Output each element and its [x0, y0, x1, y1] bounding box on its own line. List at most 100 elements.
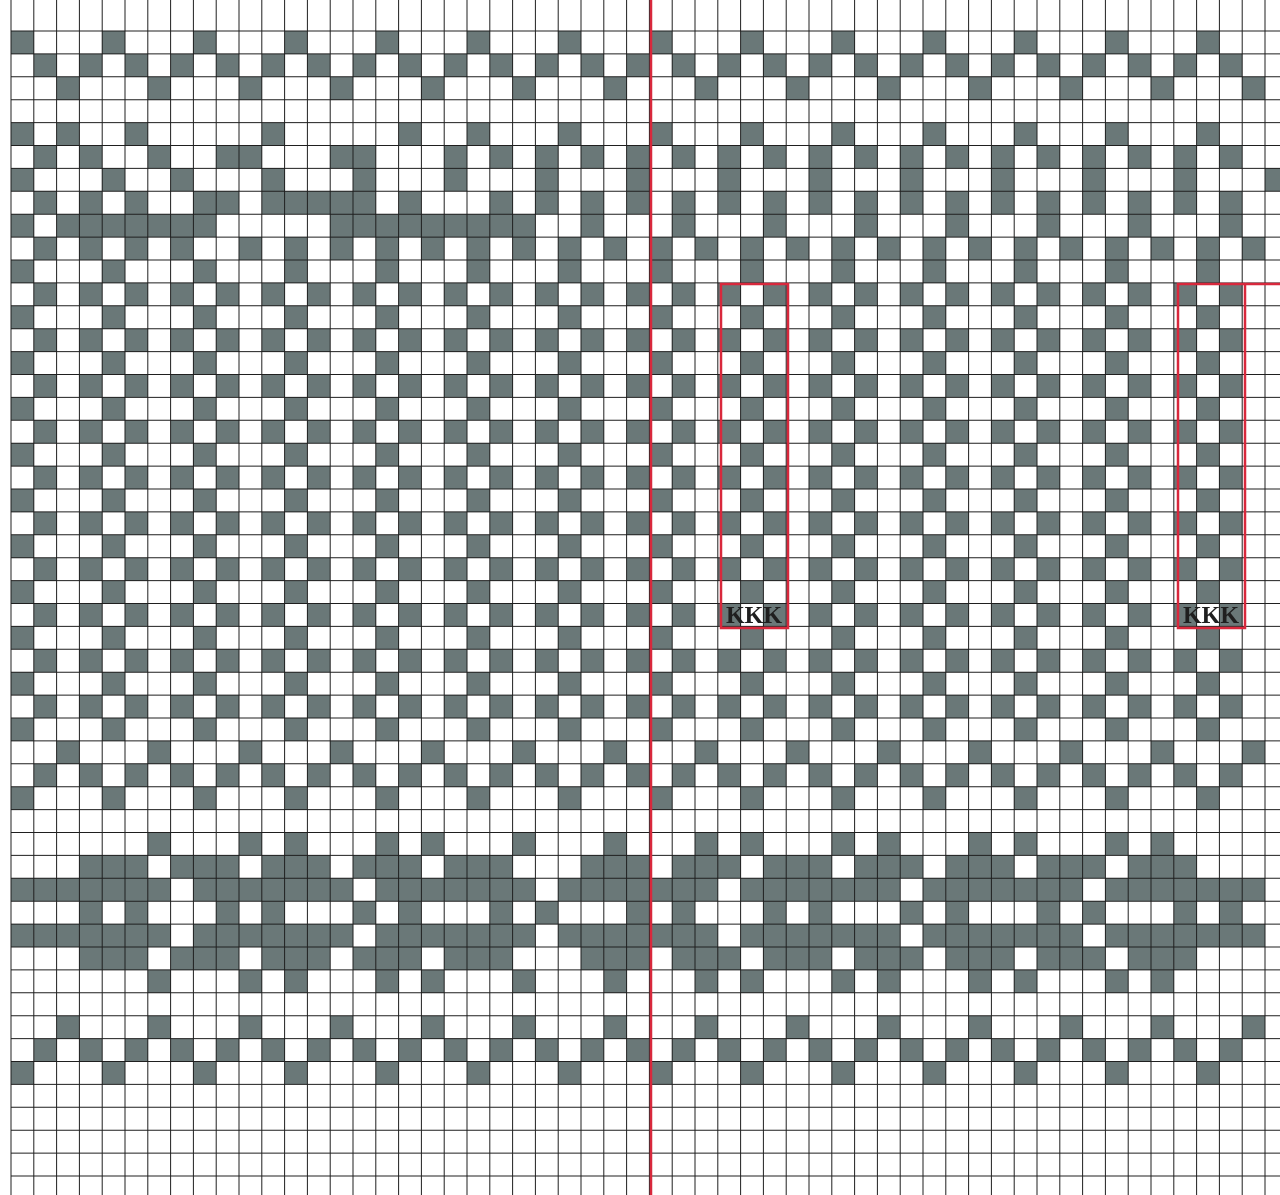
- stitch-cell: [285, 718, 308, 741]
- stitch-cell: [239, 77, 262, 100]
- stitch-cell: [535, 283, 558, 306]
- stitch-cell: [535, 329, 558, 352]
- stitch-cell: [991, 947, 1014, 970]
- stitch-cell: [330, 741, 353, 764]
- stitch-cell: [855, 512, 878, 535]
- stitch-cell: [581, 375, 604, 398]
- stitch-cell: [171, 855, 194, 878]
- stitch-cell: [877, 855, 900, 878]
- stitch-cell: [558, 581, 581, 604]
- stitch-cell: [513, 878, 536, 901]
- stitch-cell: [604, 924, 627, 947]
- stitch-cell: [262, 512, 285, 535]
- stitch-cell: [763, 558, 786, 581]
- stitch-cell: [900, 855, 923, 878]
- stitch-cell: [627, 901, 650, 924]
- stitch-cell: [376, 626, 399, 649]
- stitch-cell: [171, 649, 194, 672]
- stitch-cell: [627, 695, 650, 718]
- stitch-cell: [125, 466, 148, 489]
- stitch-cell: [649, 123, 672, 146]
- stitch-cell: [421, 833, 444, 856]
- stitch-cell: [741, 672, 764, 695]
- stitch-cell: [581, 191, 604, 214]
- stitch-cell: [1014, 352, 1037, 375]
- stitch-cell: [1242, 1016, 1265, 1039]
- stitch-cell: [604, 741, 627, 764]
- stitch-cell: [1105, 535, 1128, 558]
- stitch-cell: [741, 260, 764, 283]
- stitch-cell: [832, 672, 855, 695]
- stitch-cell: [490, 466, 513, 489]
- stitch-cell: [79, 146, 102, 169]
- stitch-cell: [627, 649, 650, 672]
- stitch-cell: [1105, 833, 1128, 856]
- stitch-cell: [1219, 329, 1242, 352]
- stitch-cell: [102, 718, 125, 741]
- stitch-cell: [444, 604, 467, 627]
- stitch-cell: [171, 283, 194, 306]
- stitch-cell: [991, 168, 1014, 191]
- stitch-cell: [649, 878, 672, 901]
- stitch-cell: [216, 466, 239, 489]
- stitch-cell: [467, 924, 490, 947]
- stitch-cell: [513, 741, 536, 764]
- stitch-cell: [353, 855, 376, 878]
- stitch-cell: [946, 329, 969, 352]
- stitch-cell: [558, 260, 581, 283]
- stitch-cell: [171, 375, 194, 398]
- stitch-cell: [649, 672, 672, 695]
- stitch-cell: [1219, 649, 1242, 672]
- stitch-cell: [193, 855, 216, 878]
- stitch-cell: [741, 718, 764, 741]
- stitch-cell: [490, 420, 513, 443]
- stitch-cell: [79, 901, 102, 924]
- stitch-cell: [718, 947, 741, 970]
- stitch-cell: [1242, 741, 1265, 764]
- stitch-cell: [1060, 855, 1083, 878]
- stitch-cell: [262, 54, 285, 77]
- stitch-cell: [57, 123, 80, 146]
- stitch-cell: [832, 123, 855, 146]
- stitch-cell: [216, 924, 239, 947]
- stitch-cell: [1037, 1039, 1060, 1062]
- stitch-cell: [239, 741, 262, 764]
- stitch-cell: [855, 1039, 878, 1062]
- stitch-cell: [1174, 947, 1197, 970]
- stitch-cell: [193, 489, 216, 512]
- stitch-cell: [171, 420, 194, 443]
- stitch-cell: [34, 924, 57, 947]
- stitch-cell: [1197, 924, 1220, 947]
- stitch-cell: [330, 237, 353, 260]
- stitch-cell: [991, 512, 1014, 535]
- stitch-cell: [649, 443, 672, 466]
- stitch-cell: [193, 672, 216, 695]
- stitch-cell: [1105, 1062, 1128, 1085]
- stitch-cell: [376, 924, 399, 947]
- stitch-cell: [239, 970, 262, 993]
- stitch-cell: [581, 855, 604, 878]
- stitch-cell: [1014, 306, 1037, 329]
- stitch-cell: [307, 649, 330, 672]
- stitch-cell: [421, 77, 444, 100]
- stitch-cell: [513, 970, 536, 993]
- stitch-cell: [718, 168, 741, 191]
- stitch-cell: [193, 397, 216, 420]
- stitch-cell: [444, 1039, 467, 1062]
- stitch-cell: [900, 695, 923, 718]
- stitch-cell: [1037, 54, 1060, 77]
- stitch-cell: [627, 924, 650, 947]
- stitch-cell: [649, 718, 672, 741]
- stitch-cell: [102, 581, 125, 604]
- stitch-cell: [877, 878, 900, 901]
- stitch-cell: [353, 558, 376, 581]
- stitch-cell: [877, 1016, 900, 1039]
- stitch-cell: [330, 191, 353, 214]
- stitch-cell: [467, 947, 490, 970]
- stitch-cell: [102, 672, 125, 695]
- stitch-cell: [148, 924, 171, 947]
- stitch-cell: [946, 191, 969, 214]
- stitch-cell: [923, 581, 946, 604]
- stitch-cell: [1128, 191, 1151, 214]
- stitch-cell: [1014, 787, 1037, 810]
